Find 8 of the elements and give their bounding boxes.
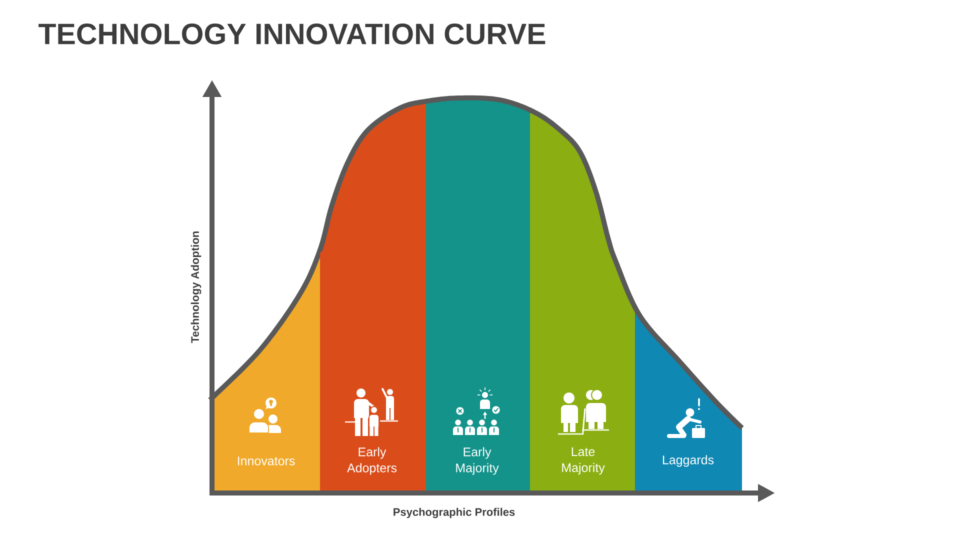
- axis-title: Psychographic Profiles: [394, 508, 515, 518]
- axis-title: Technology Adoption: [190, 232, 202, 343]
- title: TECHNOLOGY INNOVATION CURVE: [38, 24, 546, 44]
- curve-band: Laggards: [632, 306, 744, 493]
- curve-band: Early Adopters: [318, 98, 428, 493]
- curve-band: Late Majority: [528, 108, 638, 493]
- curve-band: Innovators: [208, 249, 322, 493]
- curve-band: Early Majority: [424, 95, 532, 493]
